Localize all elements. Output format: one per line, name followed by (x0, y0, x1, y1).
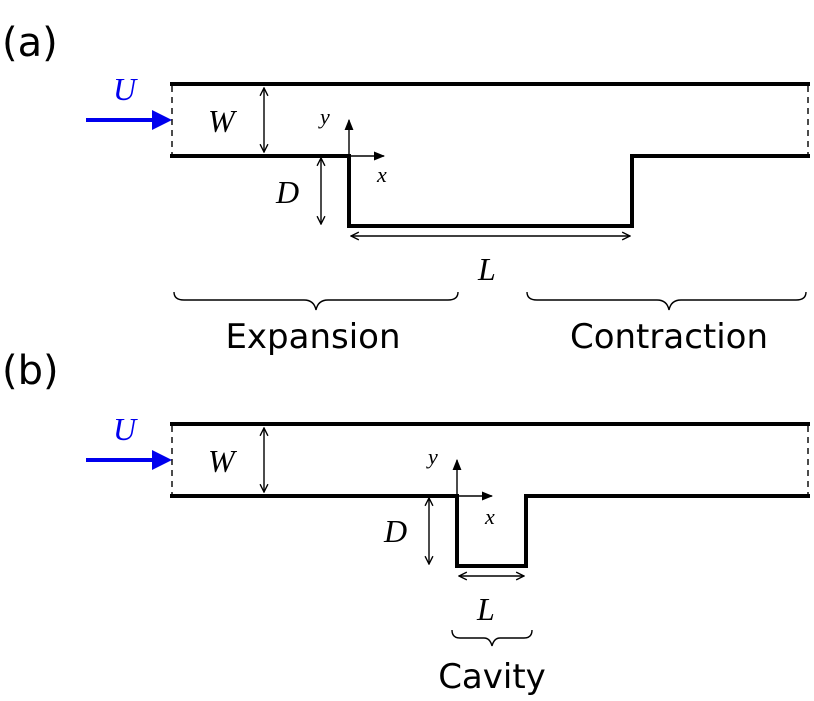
panel-a-expansion-label: Expansion (225, 317, 400, 357)
panel-a-y-axis-label: y (318, 104, 330, 129)
panel-a-contraction-label: Contraction (570, 317, 768, 357)
panel-a-depth-label: D (275, 174, 299, 210)
panel-a-bottom-wall (170, 154, 810, 228)
panel-b-label: (b) (2, 348, 59, 394)
panel-b-cavity-label: Cavity (438, 657, 546, 697)
panel-a-label: (a) (2, 20, 58, 66)
panel-a-expansion-brace (173, 291, 459, 311)
panel-b-inflow-label: U (113, 411, 138, 447)
panel-b-cavity-brace (451, 629, 533, 647)
panel-a-width-label: W (208, 103, 238, 139)
panel-a-x-axis-label: x (376, 162, 387, 187)
panel-a: (a) U W D L x y Expansion Contraction (2, 20, 810, 357)
panel-b-depth-label: D (383, 513, 407, 549)
panel-a-length-label: L (477, 251, 496, 287)
panel-b-length-label: L (476, 591, 495, 627)
panel-a-inflow-label: U (113, 71, 138, 107)
panel-a-contraction-brace (526, 291, 807, 311)
panel-b-x-axis-label: x (484, 504, 495, 529)
panel-b: (b) U W D L x y Cavity (2, 348, 810, 697)
panel-b-width-label: W (208, 443, 238, 479)
panel-b-bottom-wall (170, 494, 810, 568)
panel-b-y-axis-label: y (426, 444, 438, 469)
